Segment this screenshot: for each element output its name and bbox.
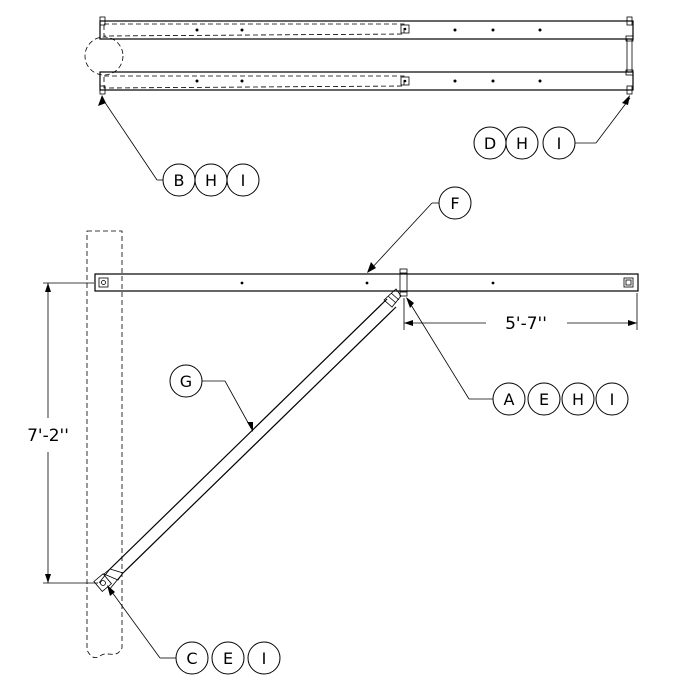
callout-letter: B — [174, 171, 185, 190]
dimension-vertical: 7'-2'' — [27, 282, 98, 584]
arm-end-plate-right — [623, 277, 634, 288]
callout-letter: H — [572, 390, 584, 409]
arm-hole — [365, 281, 369, 285]
plan-hole — [240, 79, 244, 83]
plan-view — [84, 16, 634, 95]
callout-g: G — [169, 364, 253, 432]
plan-hinge-lower — [400, 76, 410, 86]
plan-hole — [453, 28, 457, 32]
plan-hole — [538, 28, 542, 32]
callout-letter: H — [516, 134, 528, 153]
callout-bhi: B H I — [98, 95, 260, 197]
callout-letter: F — [450, 194, 459, 213]
callout-letter: C — [186, 649, 197, 668]
plan-hole — [538, 79, 542, 83]
plan-hinge-upper — [400, 24, 410, 34]
elevation-view — [86, 230, 639, 658]
callout-letter: I — [610, 390, 615, 409]
plan-end-bolt — [626, 85, 633, 95]
callout-cei: C E I — [107, 585, 281, 675]
callout-letter: D — [484, 134, 496, 153]
plan-hole — [195, 28, 199, 32]
callout-letter: I — [557, 134, 562, 153]
arm-hole — [491, 281, 495, 285]
plan-hole — [491, 28, 495, 32]
plan-hole — [195, 79, 199, 83]
callout-aehi: A E H I — [406, 297, 629, 416]
plan-hole — [240, 28, 244, 32]
plan-end-bolt — [99, 16, 106, 26]
plan-hidden-arm-upper — [103, 23, 405, 37]
brace-sleeve-bottom — [103, 568, 124, 581]
callout-letter: E — [223, 649, 233, 668]
callout-letter: I — [241, 171, 246, 190]
dimension-label: 5'-7'' — [505, 314, 547, 334]
callout-f: F — [367, 186, 472, 273]
callout-letter: A — [504, 390, 515, 409]
plan-beam-upper — [99, 20, 634, 40]
plan-hole — [491, 79, 495, 83]
horizontal-arm — [94, 273, 639, 292]
arm-end-plate-left — [98, 277, 109, 288]
callout-letter: G — [180, 372, 192, 391]
brace-bracket — [399, 268, 408, 297]
callout-letter: H — [205, 171, 217, 190]
arm-hole — [240, 281, 244, 285]
plan-hidden-arm-lower — [103, 75, 405, 89]
callout-dhi: D H I — [473, 95, 631, 160]
plan-beam-lower — [99, 71, 634, 91]
plan-end-bolt — [626, 16, 633, 26]
plan-hole — [453, 79, 457, 83]
pole-outline — [86, 230, 123, 658]
callout-letter: E — [539, 390, 549, 409]
brace-clevis-top — [383, 288, 402, 308]
callout-letter: I — [262, 649, 267, 668]
plan-pole-outline — [84, 36, 124, 76]
dimension-horizontal: 5'-7'' — [403, 293, 638, 334]
brace-bottom-plate — [93, 573, 113, 593]
dimension-label: 7'-2'' — [27, 426, 69, 446]
plan-end-bolt — [99, 85, 106, 95]
